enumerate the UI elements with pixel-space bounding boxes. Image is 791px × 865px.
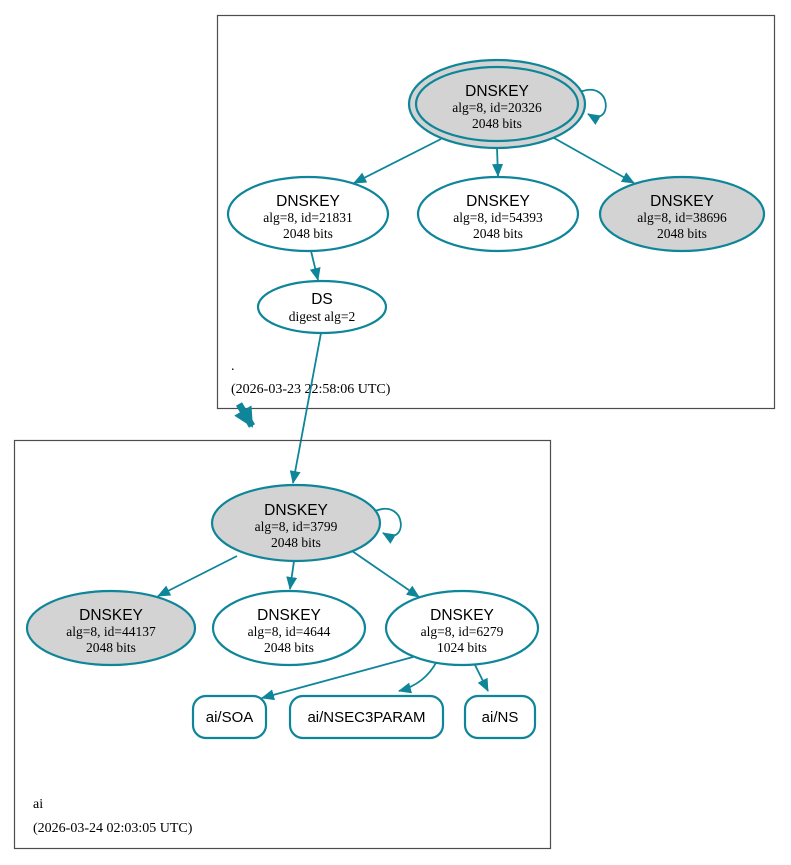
edge-key6279-to-nsec3param — [398, 660, 438, 694]
rrset-ai-nsec3param-box — [288, 694, 445, 740]
dnskey-4644-detail1: alg=8, id=4644 — [248, 624, 331, 639]
dnskey-38696-title: DNSKEY — [650, 193, 714, 210]
edge-key6279-to-soa — [261, 656, 414, 701]
dnskey-node-54393[interactable]: DNSKEY alg=8, id=54393 2048 bits — [416, 175, 580, 253]
ds-ellipse — [256, 279, 388, 335]
dnskey-21831-title: DNSKEY — [276, 193, 340, 210]
dnskey-6279-detail1: alg=8, id=6279 — [421, 624, 504, 639]
dnskey-3799-title: DNSKEY — [264, 502, 328, 519]
dnskey-44137-detail1: alg=8, id=44137 — [66, 624, 156, 639]
dnskey-54393-detail2: 2048 bits — [473, 226, 523, 241]
dnskey-20326-detail2: 2048 bits — [472, 116, 522, 131]
cluster-ai-label: ai — [33, 797, 43, 812]
cluster-ai-zone: ai (2026-03-24 02:03:05 UTC) — [13, 439, 552, 850]
edge-key6279-to-ns — [473, 662, 489, 692]
cluster-ai-timestamp: (2026-03-24 02:03:05 UTC) — [33, 821, 193, 836]
dnskey-node-3799[interactable]: DNSKEY alg=8, id=3799 2048 bits — [210, 483, 382, 563]
rrset-ai-soa-label: ai/SOA — [206, 709, 254, 726]
dnskey-20326-detail1: alg=8, id=20326 — [452, 100, 542, 115]
edge-self-loop-key3799 — [374, 508, 402, 544]
dnskey-54393-title: DNSKEY — [466, 193, 530, 210]
dnskey-21831-detail2: 2048 bits — [283, 226, 333, 241]
ds-node[interactable]: DS digest alg=2 — [256, 279, 388, 335]
rrset-ai-ns-box — [463, 694, 537, 740]
dnskey-21831-detail1: alg=8, id=21831 — [263, 210, 352, 225]
dnskey-node-20326[interactable]: DNSKEY alg=8, id=20326 2048 bits — [407, 58, 587, 150]
ds-detail1: digest alg=2 — [289, 309, 355, 324]
dnskey-6279-detail2: 1024 bits — [437, 640, 487, 655]
dnskey-4644-detail2: 2048 bits — [264, 640, 314, 655]
dnskey-38696-detail2: 2048 bits — [657, 226, 707, 241]
dnskey-20326-title: DNSKEY — [465, 83, 529, 100]
edge-key3799-to-key6279 — [351, 550, 420, 598]
edge-key20326-to-key38696 — [553, 137, 635, 184]
dnskey-44137-title: DNSKEY — [79, 607, 143, 624]
dnskey-node-6279[interactable]: DNSKEY alg=8, id=6279 1024 bits — [384, 589, 540, 667]
edge-self-loop-key20326 — [579, 89, 607, 125]
dnskey-44137-detail2: 2048 bits — [86, 640, 136, 655]
dnskey-20326-outer-ellipse — [407, 58, 587, 150]
edge-key3799-to-key44137 — [157, 555, 238, 597]
dnskey-44137-ellipse — [25, 589, 197, 667]
rrset-ai-nsec3param-label: ai/NSEC3PARAM — [307, 709, 425, 726]
dnskey-54393-ellipse — [416, 175, 580, 253]
edge-key20326-to-key21831 — [353, 138, 442, 184]
rrset-node-ai-ns[interactable]: ai/NS — [463, 694, 537, 740]
dnskey-6279-title: DNSKEY — [430, 607, 494, 624]
dnskey-38696-ellipse — [598, 175, 766, 253]
edge-key21831-to-ds — [309, 250, 321, 281]
dnskey-54393-detail1: alg=8, id=54393 — [453, 210, 543, 225]
edge-ds-to-key3799 — [289, 332, 322, 484]
rrset-ai-ns-label: ai/NS — [482, 709, 519, 726]
edge-key20326-to-key54393 — [492, 147, 504, 177]
dnskey-node-21831[interactable]: DNSKEY alg=8, id=21831 2048 bits — [226, 175, 390, 253]
edge-root-zone-to-ai-zone — [234, 402, 256, 428]
dnskey-21831-ellipse — [226, 175, 390, 253]
dnskey-38696-detail1: alg=8, id=38696 — [637, 210, 727, 225]
ds-title: DS — [311, 291, 333, 308]
dnskey-3799-detail2: 2048 bits — [271, 535, 321, 550]
rrset-node-ai-soa[interactable]: ai/SOA — [191, 694, 268, 740]
dnskey-4644-ellipse — [211, 589, 367, 667]
dnskey-node-38696[interactable]: DNSKEY alg=8, id=38696 2048 bits — [598, 175, 766, 253]
cluster-root-label: . — [231, 359, 235, 374]
dnskey-4644-title: DNSKEY — [257, 607, 321, 624]
edge-key3799-to-key4644 — [286, 560, 298, 590]
dnskey-node-44137[interactable]: DNSKEY alg=8, id=44137 2048 bits — [25, 589, 197, 667]
dnskey-node-4644[interactable]: DNSKEY alg=8, id=4644 2048 bits — [211, 589, 367, 667]
rrset-node-ai-nsec3param[interactable]: ai/NSEC3PARAM — [288, 694, 445, 740]
dnskey-3799-detail1: alg=8, id=3799 — [255, 519, 338, 534]
dnskey-3799-ellipse — [210, 483, 382, 563]
dnskey-6279-ellipse — [384, 589, 540, 667]
cluster-ai-box — [13, 439, 552, 850]
rrset-ai-soa-box — [191, 694, 268, 740]
cluster-root-box — [216, 14, 776, 410]
dnskey-20326-inner-ellipse — [414, 65, 580, 143]
